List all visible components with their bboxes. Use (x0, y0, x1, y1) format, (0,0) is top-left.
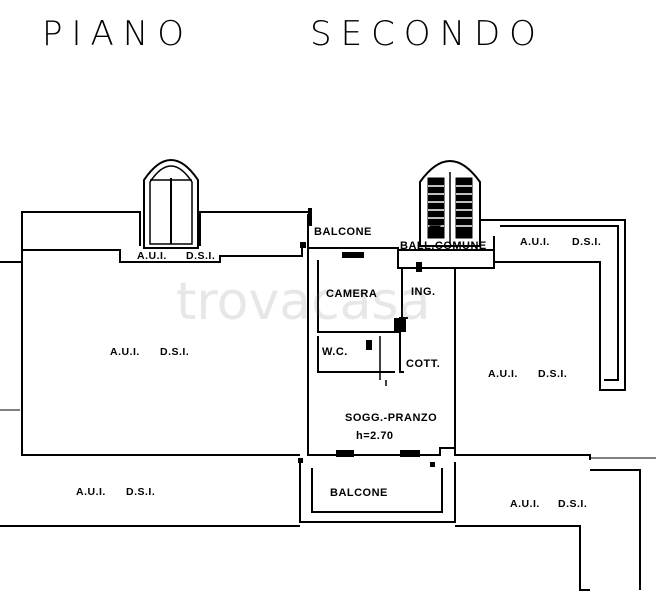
stair-arrow (429, 225, 441, 235)
label-sogg-pranzo: SOGG.-PRANZO (345, 412, 438, 424)
unit-mid-right-b: D.S.I. (538, 368, 568, 380)
cott-flue (394, 318, 406, 332)
right-inner-stripe (500, 225, 619, 381)
unit-top-left-b: D.S.I. (186, 250, 216, 262)
label-camera: CAMERA (326, 288, 378, 300)
watermark: trovacasa (176, 272, 431, 332)
door-mark (300, 242, 306, 248)
balcone-window-right (400, 450, 420, 457)
apartment-top-wall (308, 247, 495, 269)
unit-bottom-right-a: A.U.I. (510, 498, 540, 510)
unit-bottom-right-b: D.S.I. (558, 498, 588, 510)
ing-door (416, 262, 422, 272)
unit-mid-left-b: D.S.I. (160, 346, 190, 358)
apartment-outline (307, 214, 455, 456)
unit-top-right-b: D.S.I. (572, 236, 602, 248)
plan-title-right: SECONDO (310, 14, 545, 54)
wall-wc (317, 336, 395, 373)
marker-1 (298, 458, 303, 463)
balcony-bottom (299, 462, 456, 523)
right-unit-outline (480, 219, 626, 391)
plan-title-left: PIANO (42, 14, 193, 54)
staircase-arch (419, 160, 481, 247)
post-left (308, 208, 312, 226)
label-wc: W.C. (322, 346, 348, 358)
unit-top-left-a: A.U.I. (137, 250, 167, 262)
label-ball-comune: BALL.COMUNE (400, 240, 487, 252)
bottom-right-edge (590, 469, 641, 590)
unit-bottom-left-b: D.S.I. (126, 486, 156, 498)
unit-mid-left-a: A.U.I. (110, 346, 140, 358)
label-height: h=2.70 (356, 430, 394, 442)
camera-window (342, 252, 364, 258)
label-ing: ING. (411, 286, 436, 298)
right-unit-wall (454, 268, 591, 460)
unit-top-right-a: A.U.I. (520, 236, 550, 248)
bottom-right-wall (455, 525, 590, 591)
balcony-bottom-inner (311, 468, 443, 513)
marker-2 (430, 462, 435, 467)
arched-window-left (143, 159, 199, 249)
balcone-window-left (336, 450, 354, 457)
wall-cott (399, 332, 404, 373)
top-left-stripe (22, 248, 303, 263)
unit-bottom-left-a: A.U.I. (76, 486, 106, 498)
left-unit-outline (21, 212, 300, 456)
label-balcone-bottom: BALCONE (330, 487, 388, 499)
label-balcone-top: BALCONE (314, 226, 372, 238)
label-cott: COTT. (406, 358, 441, 370)
wc-fixture (366, 340, 372, 350)
unit-mid-right-a: A.U.I. (488, 368, 518, 380)
